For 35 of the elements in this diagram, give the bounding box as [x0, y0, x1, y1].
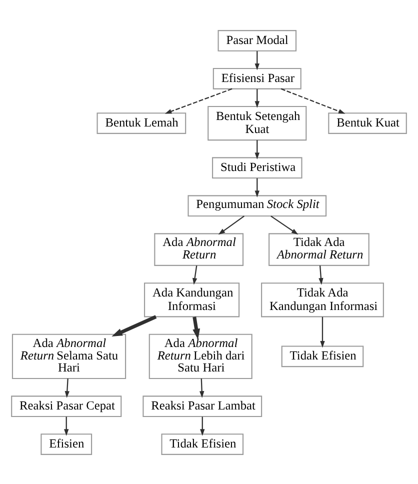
- arrow: [320, 316, 325, 348]
- node-box: Efisien: [40, 433, 92, 454]
- node-box: Ada Kandungan Informasi: [144, 282, 240, 317]
- arrow: [112, 314, 157, 336]
- arrow: [270, 215, 298, 234]
- arrow: [254, 88, 260, 108]
- node-box: Tidak Ada Kandungan Informasi: [261, 282, 384, 317]
- node-box: Tidak Efisien: [281, 345, 364, 367]
- node-box: Bentuk Kuat: [328, 112, 407, 134]
- arrow: [200, 378, 204, 398]
- node-box: Reaksi Pasar Cepat: [11, 395, 122, 417]
- node-box: Efisiensi Pasar: [212, 67, 302, 89]
- arrow: [318, 265, 324, 284]
- node-box: Pasar Modal: [218, 30, 297, 51]
- node-box: Bentuk Setengah Kuat: [208, 105, 307, 140]
- node-box: Studi Peristiwa: [212, 156, 302, 178]
- arrow: [218, 215, 245, 234]
- node-box: Tidak Efisien: [161, 433, 244, 454]
- arrow: [164, 88, 232, 114]
- arrow: [254, 178, 260, 197]
- node-box: Ada Abnormal Return Lebih dari Satu Hari: [148, 333, 252, 379]
- arrow: [200, 416, 205, 436]
- node-box: Reaksi Pasar Lambat: [142, 395, 262, 417]
- arrow: [192, 264, 198, 284]
- arrow: [64, 378, 70, 398]
- arrow: [192, 316, 200, 340]
- node-box: Pengumuman Stock Split: [188, 194, 327, 216]
- arrow: [280, 88, 346, 114]
- node-box: Tidak Ada Abnormal Return: [268, 232, 370, 266]
- arrow: [254, 50, 260, 70]
- node-box: Ada Abnormal Return Selama Satu Hari: [12, 333, 126, 379]
- arrow: [64, 416, 69, 436]
- arrow: [254, 140, 260, 159]
- node-box: Bentuk Lemah: [96, 112, 186, 134]
- node-box: Ada Abnormal Return: [154, 232, 244, 266]
